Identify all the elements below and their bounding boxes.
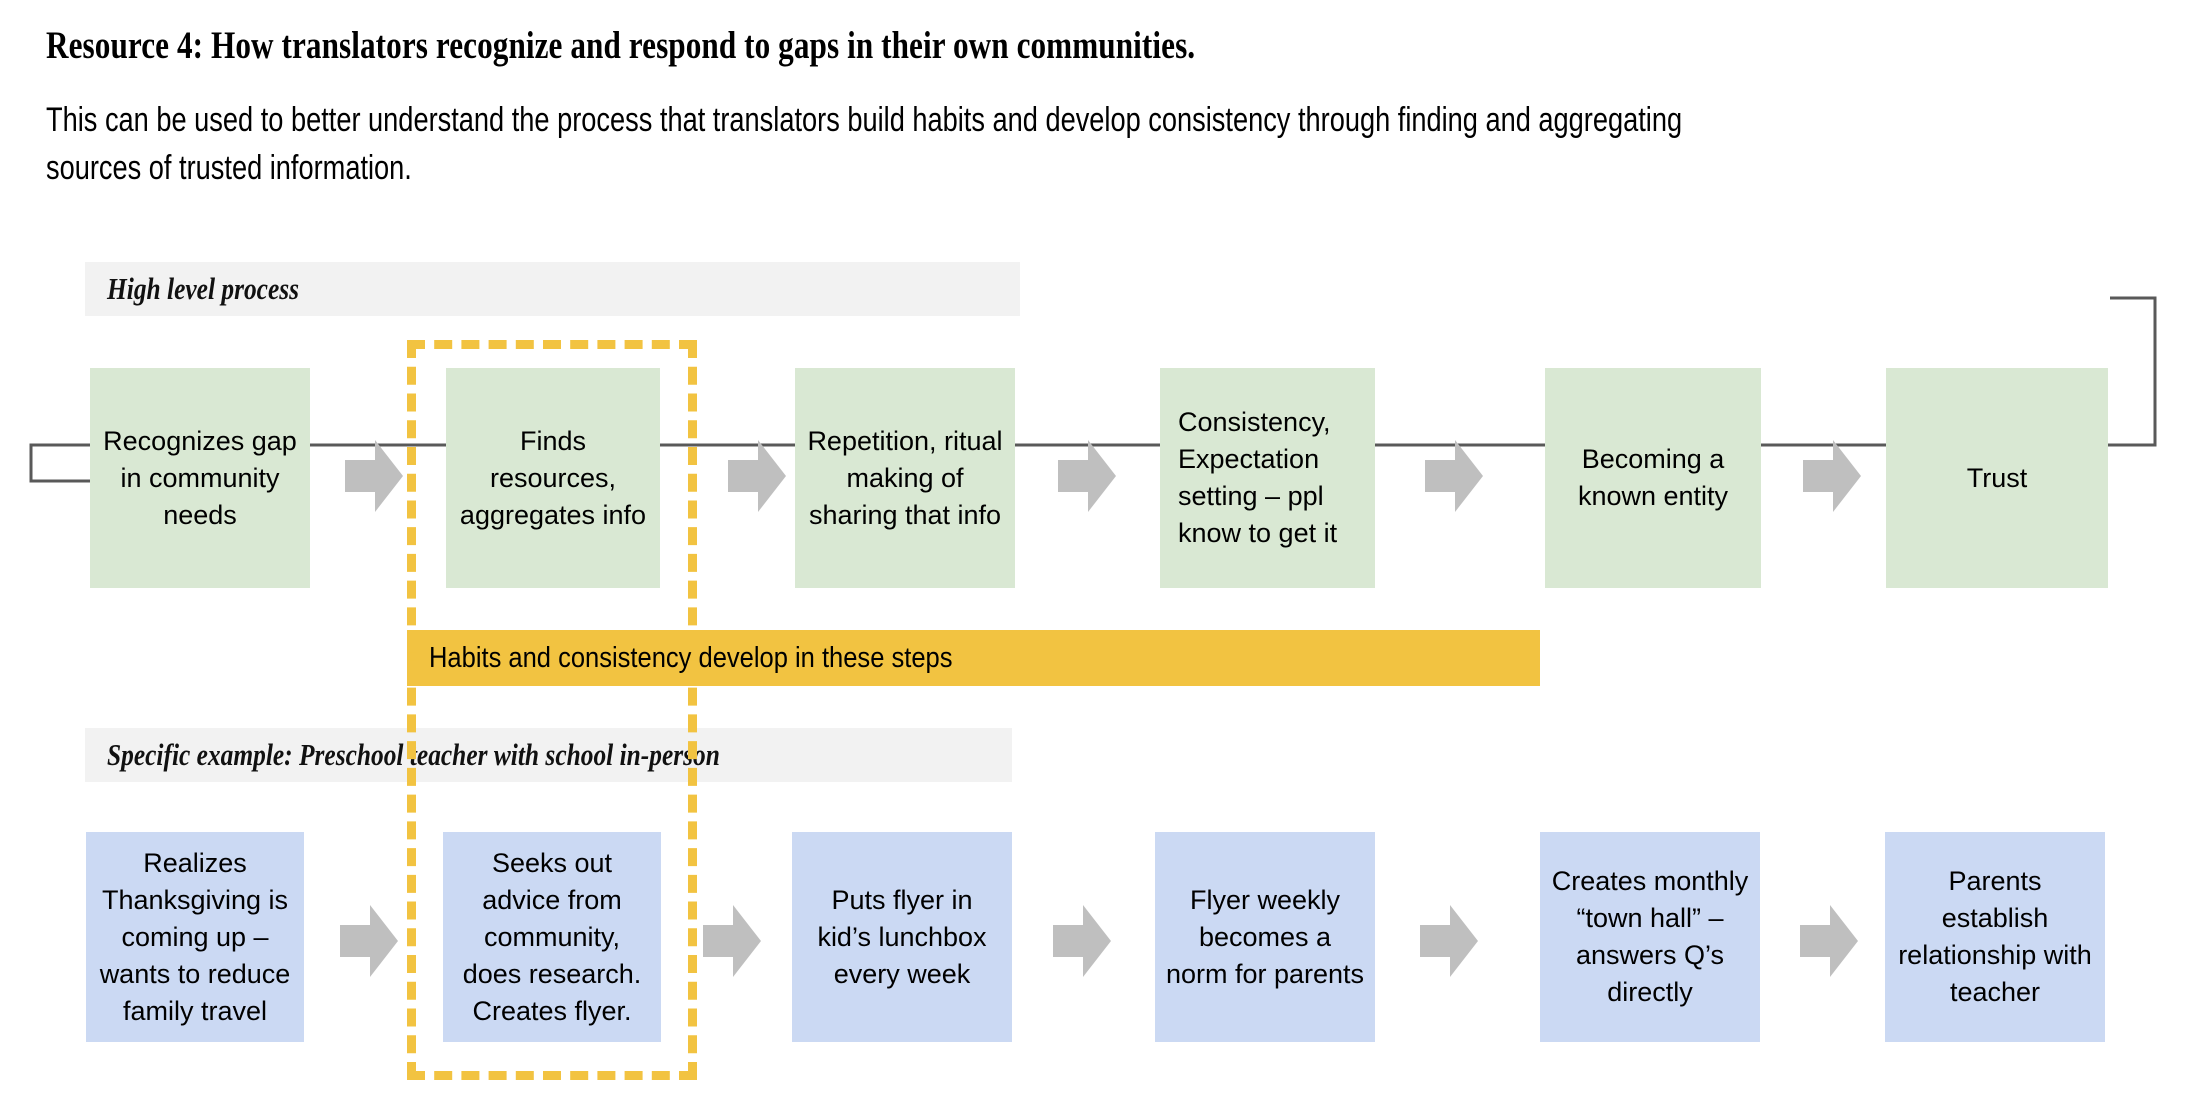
page-subtitle: This can be used to better understand th… <box>46 101 1683 187</box>
chevron-right-arrow-icon <box>1425 440 1483 512</box>
example-node-flyer-becomes-norm[interactable]: Flyer weekly becomes a norm for parents <box>1155 832 1375 1042</box>
example-node-label: Realizes Thanksgiving is coming up – wan… <box>99 847 291 1026</box>
section-band-high-level-process: High level process <box>85 262 1020 316</box>
process-node-trust[interactable]: Trust <box>1886 368 2108 588</box>
example-node-label: Parents establish relationship with teac… <box>1898 866 2092 1007</box>
section-band-specific-example: Specific example: Preschool teacher with… <box>85 728 1012 782</box>
section-band-high-level-label: High level process <box>107 271 300 306</box>
process-node-finds-resources[interactable]: Finds resources, aggregates info <box>446 368 660 588</box>
example-node-label: Puts flyer in kid’s lunchbox every week <box>817 884 987 989</box>
example-node-label: Creates monthly “town hall” – answers Q’… <box>1551 866 1749 1007</box>
example-node-label: Flyer weekly becomes a norm for parents <box>1165 884 1365 989</box>
chevron-right-arrow-icon <box>1420 905 1478 977</box>
habits-consistency-callout-band: Habits and consistency develop in these … <box>407 630 1540 686</box>
chevron-right-arrow-icon <box>1800 905 1858 977</box>
process-node-label: Repetition, ritual making of sharing tha… <box>807 425 1003 530</box>
process-node-becoming-known-entity[interactable]: Becoming a known entity <box>1545 368 1761 588</box>
chevron-right-arrow-icon <box>728 440 786 512</box>
process-node-repetition-ritual[interactable]: Repetition, ritual making of sharing tha… <box>795 368 1015 588</box>
process-node-label: Trust <box>1966 462 2028 493</box>
habits-consistency-callout-label: Habits and consistency develop in these … <box>429 641 953 674</box>
example-node-creates-town-hall[interactable]: Creates monthly “town hall” – answers Q’… <box>1540 832 1760 1042</box>
chevron-right-arrow-icon <box>340 905 398 977</box>
example-node-label: Seeks out advice from community, does re… <box>462 847 642 1026</box>
process-node-label: Recognizes gap in community needs <box>103 425 297 530</box>
example-node-puts-flyer-lunchbox[interactable]: Puts flyer in kid’s lunchbox every week <box>792 832 1012 1042</box>
example-node-parents-establish-relationship[interactable]: Parents establish relationship with teac… <box>1885 832 2105 1042</box>
process-node-label: Consistency, Expectation setting – ppl k… <box>1178 407 1338 548</box>
chevron-right-arrow-icon <box>1803 440 1861 512</box>
process-node-label: Becoming a known entity <box>1577 444 1729 511</box>
chevron-right-arrow-icon <box>1058 440 1116 512</box>
page-title: Resource 4: How translators recognize an… <box>46 24 1196 67</box>
section-band-specific-example-label: Specific example: Preschool teacher with… <box>107 737 720 772</box>
example-node-realizes-thanksgiving[interactable]: Realizes Thanksgiving is coming up – wan… <box>86 832 304 1042</box>
chevron-right-arrow-icon <box>345 440 403 512</box>
chevron-right-arrow-icon <box>703 905 761 977</box>
process-node-consistency-expectation[interactable]: Consistency, Expectation setting – ppl k… <box>1160 368 1375 588</box>
example-node-seeks-out-advice[interactable]: Seeks out advice from community, does re… <box>443 832 661 1042</box>
process-node-recognizes-gap[interactable]: Recognizes gap in community needs <box>90 368 310 588</box>
process-node-label: Finds resources, aggregates info <box>459 425 647 530</box>
chevron-right-arrow-icon <box>1053 905 1111 977</box>
